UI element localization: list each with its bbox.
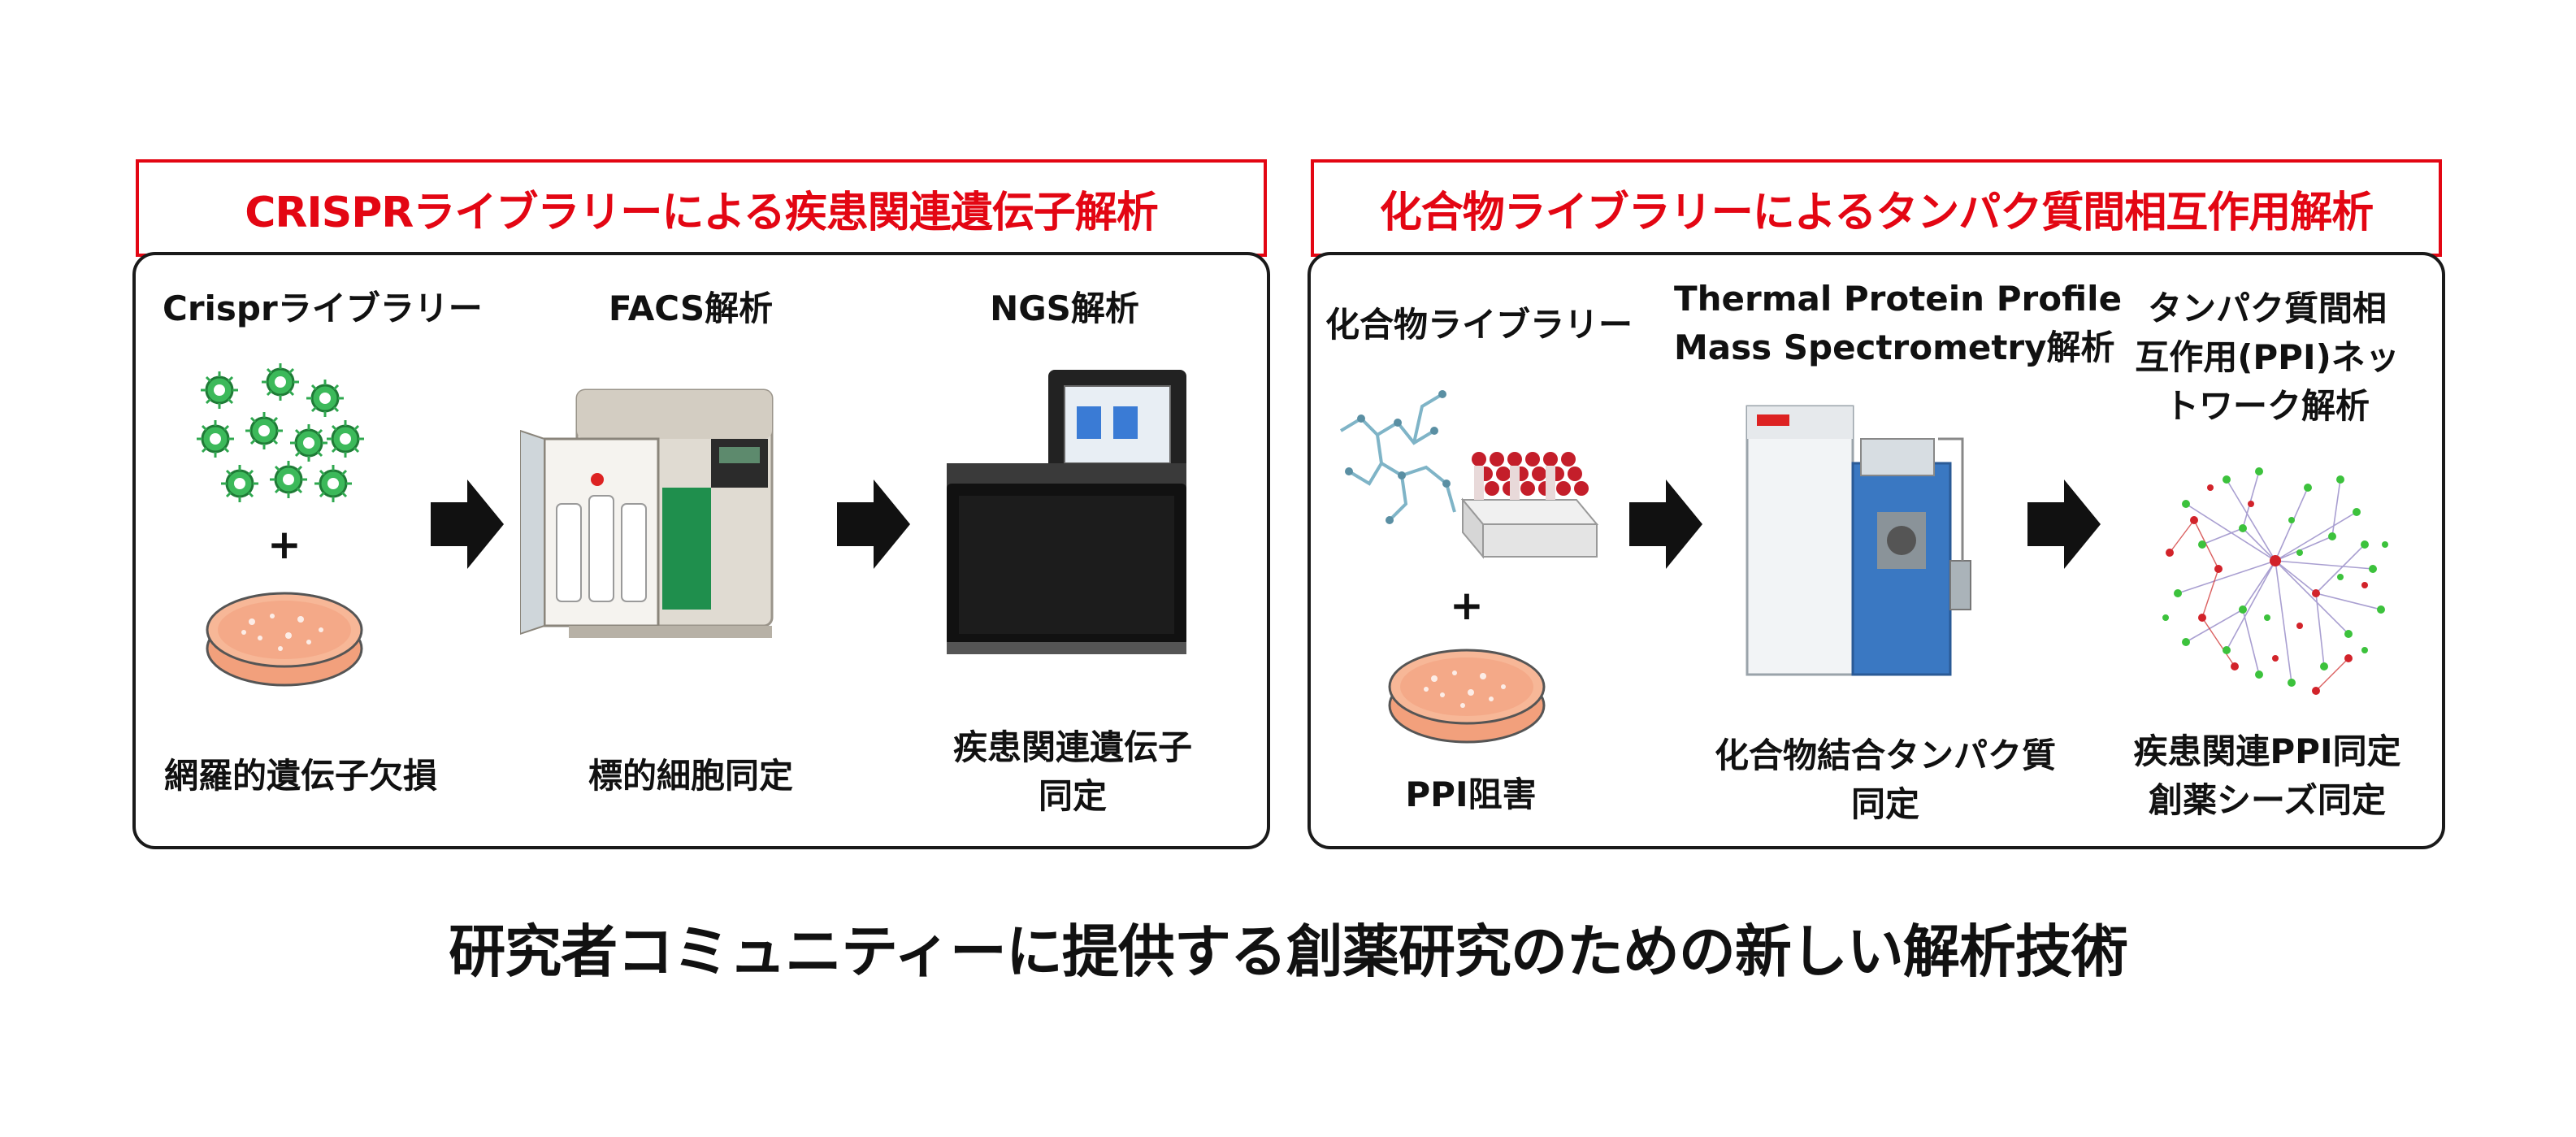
tube-rack-image xyxy=(1460,452,1599,559)
compound-binding-label-1: 化合物結合タンパク質 xyxy=(1714,736,2056,775)
left-panel-title: CRISPRライブラリーによる疾患関連遺伝子解析 xyxy=(136,159,1267,257)
ppi-network-label-2: 互作用(PPI)ネッ xyxy=(2135,337,2400,377)
bottom-caption: 研究者コミュニティーに提供する創薬研究のための新しい解析技術 xyxy=(449,918,2128,985)
tpp-ms-label-2: Mass Spectrometry解析 xyxy=(1674,328,2115,367)
drug-seeds-label: 創薬シーズ同定 xyxy=(2149,780,2386,820)
facs-machine-image xyxy=(520,388,774,638)
left-plus-sign: + xyxy=(267,521,301,568)
ppi-network-label-1: タンパク質間相 xyxy=(2147,289,2387,328)
crispr-virus-icon xyxy=(195,362,366,504)
compound-molecule-image xyxy=(1339,390,1456,524)
compound-binding-label-2: 同定 xyxy=(1850,784,1919,824)
petri-dish-icon xyxy=(206,592,363,687)
target-cell-label: 標的細胞同定 xyxy=(588,756,793,796)
ngs-label: NGS解析 xyxy=(990,289,1139,328)
facs-label: FACS解析 xyxy=(608,289,774,328)
right-arrow-icon xyxy=(2027,480,2101,569)
right-arrow-icon xyxy=(837,480,910,569)
disease-gene-label-2: 同定 xyxy=(1038,776,1107,816)
petri-dish-icon xyxy=(1388,649,1546,744)
right-arrow-icon xyxy=(431,480,504,569)
right-panel-title: 化合物ライブラリーによるタンパク質間相互作用解析 xyxy=(1311,159,2442,257)
disease-ppi-label: 疾患関連PPI同定 xyxy=(2133,731,2401,771)
right-plus-sign: + xyxy=(1450,582,1484,629)
mass-spectrometer-image xyxy=(1746,405,1971,676)
right-arrow-icon xyxy=(1629,480,1702,569)
gene-knockout-label: 網羅的遺伝子欠損 xyxy=(163,756,437,796)
disease-gene-label: 疾患関連遺伝子 xyxy=(952,727,1192,767)
compound-library-label: 化合物ライブラリー xyxy=(1325,305,1633,345)
ppi-network-label-3: トワーク解析 xyxy=(2164,386,2370,426)
ngs-sequencer-image xyxy=(947,370,1186,654)
crispr-library-label: Crisprライブラリー xyxy=(163,289,483,328)
ppi-inhibition-label: PPI阻害 xyxy=(1405,775,1537,814)
ppi-network-graph xyxy=(2162,467,2388,695)
tpp-ms-label-1: Thermal Protein Profile xyxy=(1674,279,2123,319)
